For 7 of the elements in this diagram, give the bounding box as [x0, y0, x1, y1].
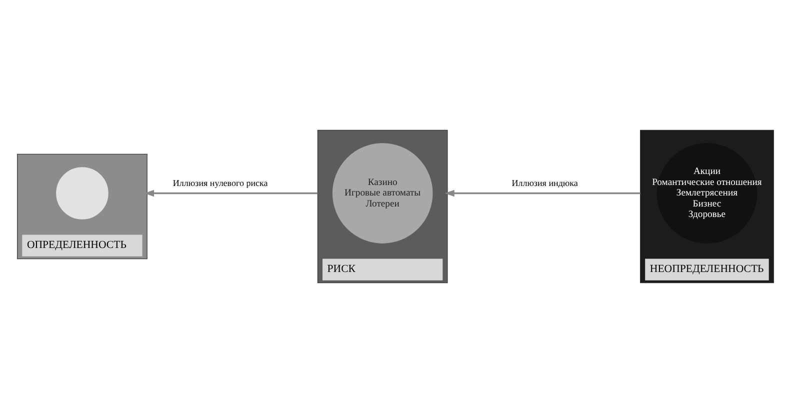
arrow [144, 190, 318, 197]
edge-label: Иллюзия индюка [511, 178, 578, 188]
cluster: ОПРЕДЕЛЕННОСТЬ [16, 154, 147, 260]
node-circle: Казино Игровые автоматы Лотереи [332, 143, 432, 244]
node-circle [56, 167, 108, 220]
edge-label: Иллюзия нулевого риска [172, 178, 268, 188]
arrow [444, 190, 640, 197]
